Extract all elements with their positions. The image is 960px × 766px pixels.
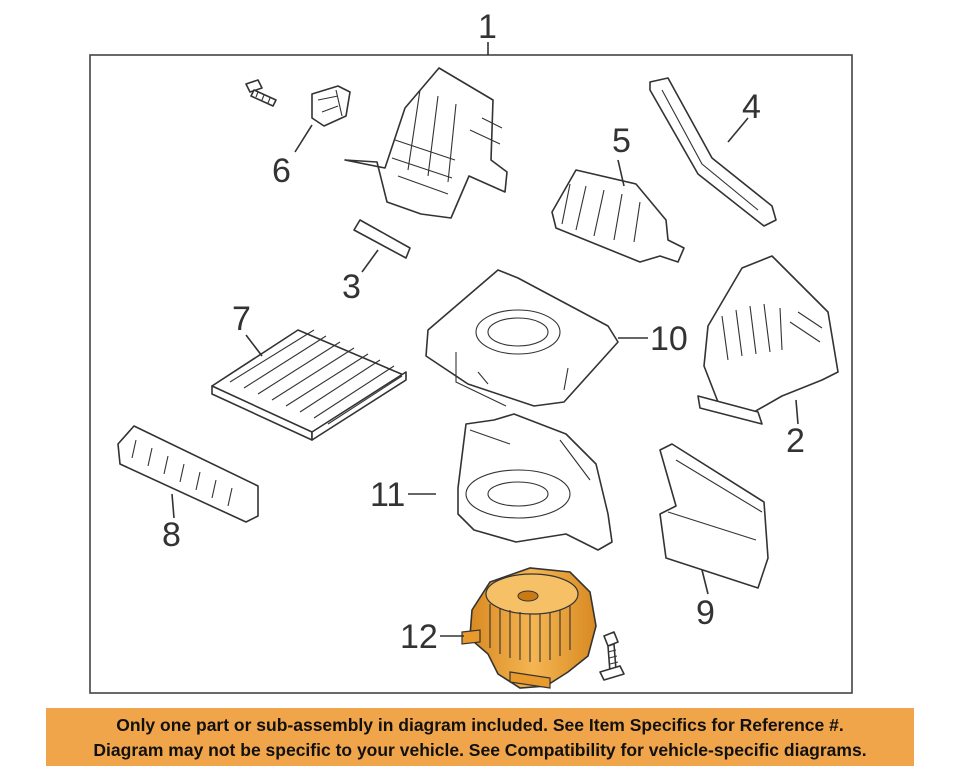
callout-2: 2: [786, 422, 805, 460]
callout-3: 3: [342, 268, 361, 306]
callout-9-leader: [701, 569, 709, 595]
part-8-duct: [117, 425, 259, 523]
callout-6-leader: [294, 124, 313, 153]
part-4-seal-strip: [649, 77, 777, 227]
assembly-frame: [89, 54, 853, 694]
part-5-door: [551, 169, 685, 263]
callout-11: 11: [370, 476, 405, 514]
disclaimer-line-1: Only one part or sub-assembly in diagram…: [116, 715, 844, 735]
callout-1: 1: [478, 8, 497, 46]
callout-7-leader: [245, 334, 263, 357]
callout-5: 5: [612, 122, 631, 160]
callout-7: 7: [232, 300, 251, 338]
callout-9: 9: [696, 594, 715, 632]
part-6-actuator: [245, 79, 351, 127]
disclaimer-banner: Only one part or sub-assembly in diagram…: [46, 708, 914, 766]
disclaimer-line-2: Diagram may not be specific to your vehi…: [93, 740, 867, 760]
callout-8: 8: [162, 516, 181, 554]
callout-4-leader: [727, 117, 749, 143]
callout-4: 4: [742, 88, 761, 126]
callout-2-leader: [795, 399, 799, 425]
part-12-blower-motor: [461, 567, 597, 689]
callout-10: 10: [650, 320, 688, 358]
callout-8-leader: [171, 493, 175, 519]
callout-12: 12: [400, 618, 438, 656]
part-12-screw: [599, 631, 625, 681]
part-3-intake-housing: [344, 67, 508, 259]
part-9-insulator: [659, 443, 769, 589]
part-10-upper-housing: [425, 269, 619, 407]
part-2-case: [697, 255, 839, 425]
callout-6: 6: [272, 152, 291, 190]
callout-5-leader: [617, 159, 625, 187]
part-11-lower-housing: [457, 413, 613, 551]
callout-3-leader: [361, 249, 379, 273]
part-7-cabin-filter: [211, 329, 407, 441]
